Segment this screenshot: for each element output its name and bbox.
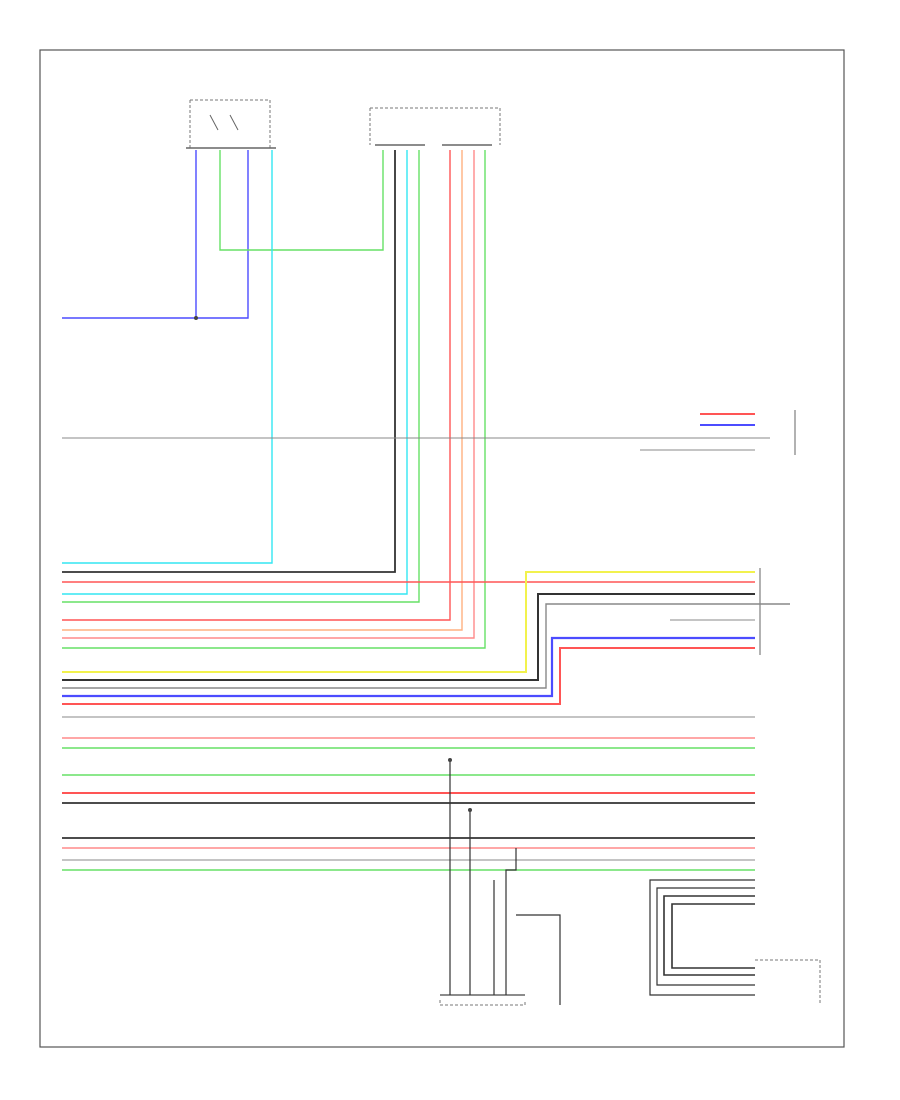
wire-red-a: [62, 150, 451, 621]
top-center-component: [369, 107, 501, 146]
junction-bottom-1: [448, 758, 452, 762]
wire-cyan-long: [62, 150, 273, 564]
wire-bottom-ground: [516, 914, 561, 1005]
wire-group: [62, 150, 790, 1005]
wire-yellow-loop: [62, 571, 755, 673]
wire-blue-loop: [62, 636, 755, 698]
wire-blue-right: [196, 150, 249, 319]
wire-salmon-a: [62, 150, 463, 631]
right-lower-component: [755, 959, 821, 1005]
wire-green-mid: [62, 150, 420, 603]
top-left-component: [186, 99, 276, 149]
wire-green-a: [62, 150, 486, 649]
wire-black-main: [62, 150, 396, 573]
wire-right-lower-2: [656, 887, 755, 986]
wire-pink-a: [62, 150, 475, 639]
wire-right-lower-1: [649, 879, 755, 996]
wire-green-top: [219, 150, 384, 251]
wire-right-lower-3: [663, 895, 755, 976]
wire-right-lower-4: [671, 903, 755, 969]
wire-blue-left: [62, 150, 197, 319]
wire-red-loop: [62, 647, 755, 705]
bottom-component: [439, 994, 526, 1006]
wire-black-loop: [62, 593, 755, 681]
diagram-frame: [39, 49, 845, 1048]
junction-blue: [194, 316, 198, 320]
junction-bottom-2: [468, 808, 472, 812]
wire-cyan-mid: [62, 150, 408, 595]
wire-gray-loop: [62, 603, 790, 689]
wire-bottom-4: [505, 848, 517, 995]
